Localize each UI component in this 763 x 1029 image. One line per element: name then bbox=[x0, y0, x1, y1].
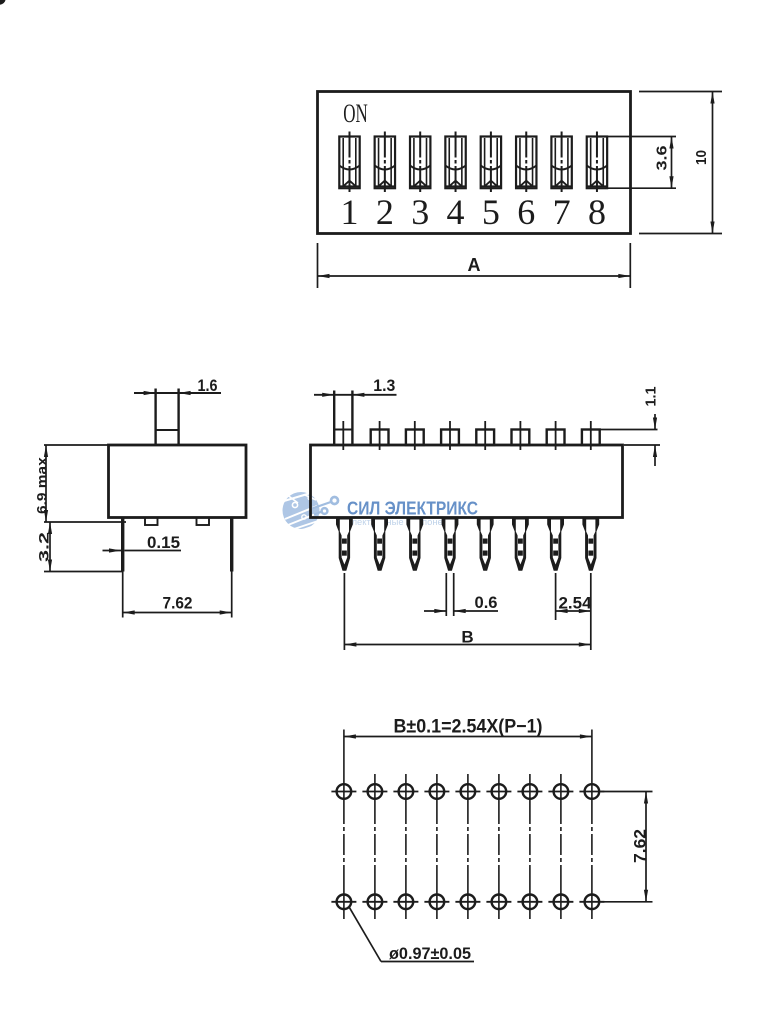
svg-text:СИЛ ЭЛЕКТРИКС: СИЛ ЭЛЕКТРИКС bbox=[347, 499, 478, 519]
svg-text:ø0.97±0.05: ø0.97±0.05 bbox=[389, 944, 471, 963]
svg-text:1.6: 1.6 bbox=[198, 376, 218, 395]
svg-text:6: 6 bbox=[517, 192, 535, 232]
svg-text:1.3: 1.3 bbox=[373, 376, 395, 395]
svg-text:7: 7 bbox=[553, 192, 571, 232]
svg-text:6.9 max.: 6.9 max. bbox=[34, 453, 50, 514]
svg-text:A: A bbox=[468, 255, 481, 275]
svg-text:2: 2 bbox=[376, 192, 394, 232]
svg-text:5: 5 bbox=[482, 192, 500, 232]
svg-text:2.54: 2.54 bbox=[559, 594, 593, 613]
svg-text:4: 4 bbox=[447, 192, 465, 232]
svg-text:1.1: 1.1 bbox=[643, 387, 660, 407]
svg-text:ON: ON bbox=[343, 99, 368, 128]
svg-text:3.2: 3.2 bbox=[36, 532, 52, 562]
svg-text:0.15: 0.15 bbox=[147, 533, 180, 552]
svg-text:7.62: 7.62 bbox=[163, 595, 193, 613]
svg-text:3: 3 bbox=[411, 192, 429, 232]
svg-text:0.6: 0.6 bbox=[475, 593, 498, 612]
svg-text:электронные компоненты: электронные компоненты bbox=[347, 517, 459, 527]
svg-text:1: 1 bbox=[341, 192, 359, 232]
svg-text:B±0.1=2.54X(P−1): B±0.1=2.54X(P−1) bbox=[394, 717, 543, 738]
svg-text:10: 10 bbox=[693, 150, 710, 165]
svg-text:8: 8 bbox=[588, 192, 606, 232]
svg-text:3.6: 3.6 bbox=[654, 146, 671, 171]
svg-text:7.62: 7.62 bbox=[631, 829, 650, 863]
svg-text:B: B bbox=[461, 628, 473, 647]
